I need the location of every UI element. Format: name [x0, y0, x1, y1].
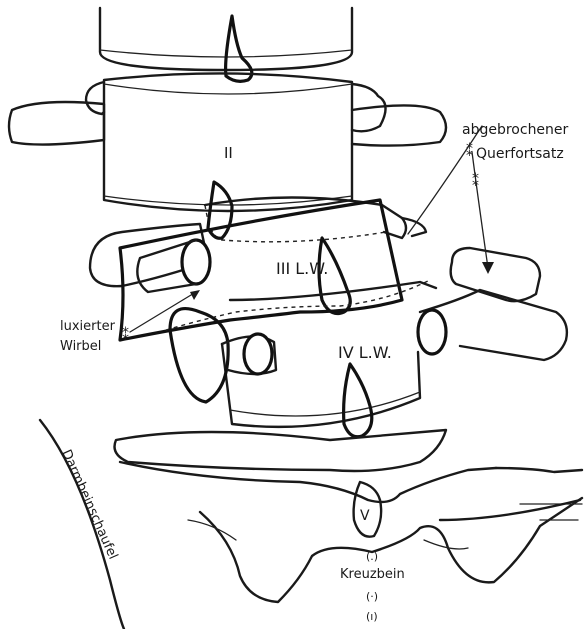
sacrum: [40, 420, 582, 629]
label-luxated-line2: Wirbel: [60, 339, 101, 354]
vertebra-1: [100, 8, 352, 81]
label-vertebra-5: V: [360, 508, 370, 524]
feather-icon: ⁑: [466, 142, 473, 160]
label-foramen-2: (·): [366, 590, 378, 603]
label-vertebra-2: II: [224, 144, 233, 162]
feather-icon: ⁑: [472, 172, 479, 190]
label-foramen-3: (ı): [366, 610, 378, 623]
label-iliac-wing: Darmbeinschaufel: [58, 448, 120, 562]
feather-icon: ⁑: [122, 326, 129, 344]
label-broken-process-line2: Querfortsatz: [476, 146, 564, 162]
label-luxated-line1: luxierter: [60, 319, 116, 334]
label-foramen-1: (.): [366, 550, 378, 563]
label-broken-process-line1: abgebrochener: [462, 122, 569, 138]
label-sacrum: Kreuzbein: [340, 567, 405, 582]
label-vertebra-3: III L.W.: [276, 259, 328, 278]
label-vertebra-4: IV L.W.: [338, 343, 392, 362]
vertebra-2: [9, 73, 446, 211]
